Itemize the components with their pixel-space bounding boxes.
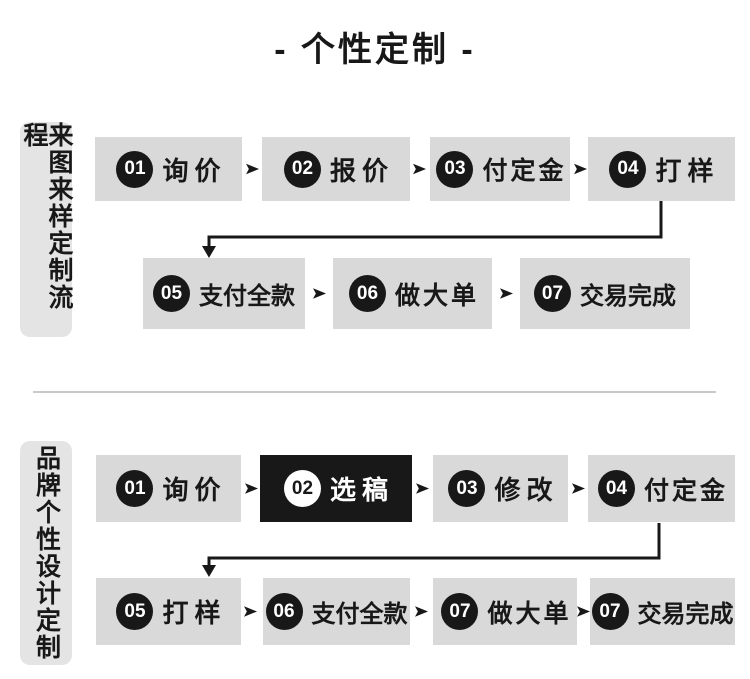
step-number-badge: 07: [441, 593, 479, 630]
section-divider: [33, 391, 716, 393]
arrow-right-icon: [416, 483, 429, 494]
step-box: 03 修改: [433, 455, 568, 522]
arrow-right-icon: [245, 483, 258, 494]
step-label: 报价: [329, 155, 394, 186]
arrow-right-icon: [413, 163, 426, 175]
section-title-vertical: 来图来样定制流程: [20, 122, 73, 337]
step-number-badge: 05: [116, 593, 154, 630]
step-number-badge: 07: [534, 275, 571, 312]
arrow-down-head: [202, 565, 216, 577]
step-box: 06 做大单: [333, 258, 492, 329]
arrow-down-head: [202, 246, 216, 258]
step-label: 选稿: [329, 475, 394, 505]
step-box: 06 支付全款: [263, 578, 410, 645]
arrow-right-icon: [244, 606, 257, 617]
step-number-badge: 07: [591, 593, 629, 630]
step-box: 01 询价: [96, 455, 241, 522]
step-box: 07 交易完成: [590, 578, 735, 645]
step-box: 02 报价: [262, 137, 410, 201]
step-box: 01 询价: [95, 137, 242, 201]
page-title: - 个性定制 -: [274, 31, 476, 69]
arrow-right-icon: [577, 606, 590, 617]
step-label: 修改: [494, 475, 559, 505]
arrow-right-icon: [500, 288, 513, 299]
step-box: 07 做大单: [433, 578, 577, 645]
step-label: 付定金: [482, 157, 567, 185]
step-box: 05 支付全款: [143, 258, 305, 329]
step-label: 付定金: [643, 476, 728, 505]
step-label: 询价: [162, 155, 227, 186]
step-label: 支付全款: [311, 601, 408, 628]
section-title-text: 品牌个性设计定制: [32, 445, 61, 661]
step-label: 打样: [162, 598, 227, 628]
step-number-badge: 04: [597, 470, 635, 507]
arrow-right-icon: [313, 288, 326, 299]
step-box: 02 选稿: [260, 455, 412, 522]
step-number-badge: 02: [283, 150, 321, 188]
step-label: 交易完成: [637, 601, 734, 628]
section-title-text: 来图来样定制流程: [20, 122, 73, 311]
section-title-vertical: 品牌个性设计定制: [20, 441, 72, 665]
step-number-badge: 02: [283, 470, 321, 507]
elbow-connector-arrow: [202, 201, 663, 258]
step-number-badge: 06: [348, 275, 386, 312]
step-box: 05 打样: [96, 578, 241, 645]
elbow-connector-arrow: [202, 523, 661, 577]
step-number-badge: 05: [153, 275, 190, 312]
arrow-right-icon: [415, 606, 428, 617]
step-number-badge: 01: [116, 470, 154, 507]
step-box: 07 交易完成: [520, 258, 690, 329]
step-label: 交易完成: [580, 283, 676, 310]
arrow-right-icon: [246, 163, 259, 175]
step-number-badge: 06: [265, 593, 303, 630]
step-box: 03 付定金: [430, 137, 570, 201]
step-box: 04 打样: [588, 137, 735, 201]
arrow-right-icon: [574, 163, 587, 175]
arrow-right-icon: [572, 483, 585, 494]
step-label: 做大单: [394, 281, 479, 310]
step-number-badge: 03: [448, 470, 486, 507]
step-number-badge: 01: [116, 150, 154, 188]
step-number-badge: 04: [609, 150, 647, 188]
step-number-badge: 03: [436, 150, 474, 188]
step-label: 支付全款: [199, 283, 295, 310]
step-label: 询价: [162, 475, 227, 505]
step-label: 打样: [655, 155, 720, 186]
step-box: 04 付定金: [588, 455, 735, 522]
step-label: 做大单: [487, 599, 572, 628]
